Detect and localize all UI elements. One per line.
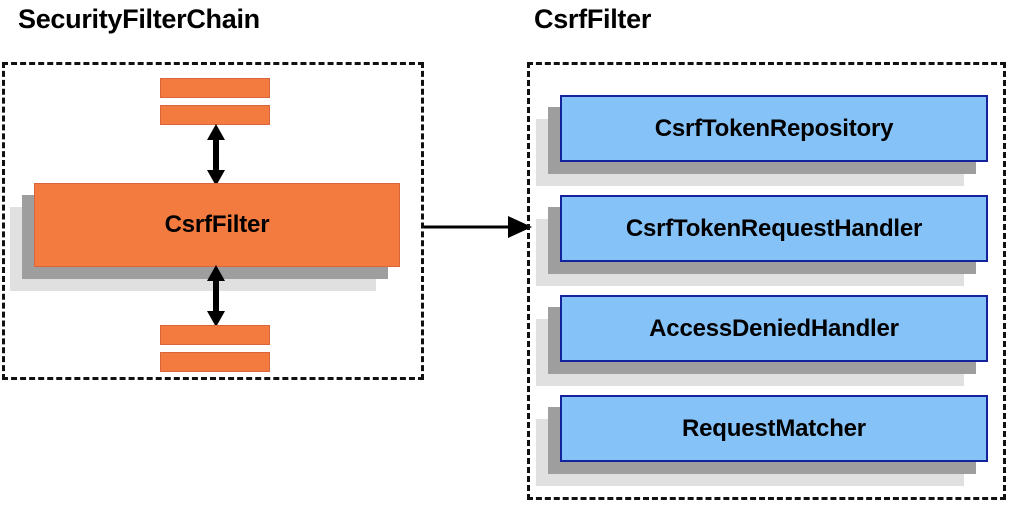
panel-boundary-csrf-filter <box>527 62 1006 500</box>
collaborator-box-request-matcher[interactable]: RequestMatcher <box>536 395 988 486</box>
filter-stub-bar-bottom-2 <box>160 352 270 372</box>
panel-boundary-security-filter-chain <box>2 62 424 380</box>
collaborator-box-csrf-token-request-handler[interactable]: CsrfTokenRequestHandler <box>536 195 988 286</box>
collaborator-box-csrf-token-repository[interactable]: CsrfTokenRepository <box>536 95 988 186</box>
filter-stub-bar-top-1 <box>160 78 270 98</box>
panel-title-csrf-filter: CsrfFilter <box>534 4 652 34</box>
panel-connector-arrow <box>424 216 532 238</box>
collaborator-box-access-denied-handler[interactable]: AccessDeniedHandler <box>536 295 988 386</box>
filter-stub-bar-top-2 <box>160 105 270 125</box>
collaborator-box-face: CsrfTokenRepository <box>560 95 988 162</box>
bidirectional-arrow-bottom <box>207 265 225 327</box>
bidirectional-arrow-top <box>207 124 225 186</box>
panel-title-security-filter-chain: SecurityFilterChain <box>18 4 260 34</box>
csrf-filter-box-face: CsrfFilter <box>34 183 400 267</box>
collaborator-box-face: AccessDeniedHandler <box>560 295 988 362</box>
filter-stub-bar-bottom-1 <box>160 325 270 345</box>
collaborator-box-label: AccessDeniedHandler <box>649 314 899 342</box>
collaborator-box-label: RequestMatcher <box>682 414 866 442</box>
csrf-filter-box[interactable]: CsrfFilter <box>10 183 400 291</box>
collaborator-box-label: CsrfTokenRequestHandler <box>625 214 923 242</box>
collaborator-box-face: CsrfTokenRequestHandler <box>560 195 988 262</box>
collaborator-box-face: RequestMatcher <box>560 395 988 462</box>
collaborator-box-label: CsrfTokenRepository <box>654 114 894 142</box>
csrf-filter-box-label: CsrfFilter <box>164 211 270 238</box>
